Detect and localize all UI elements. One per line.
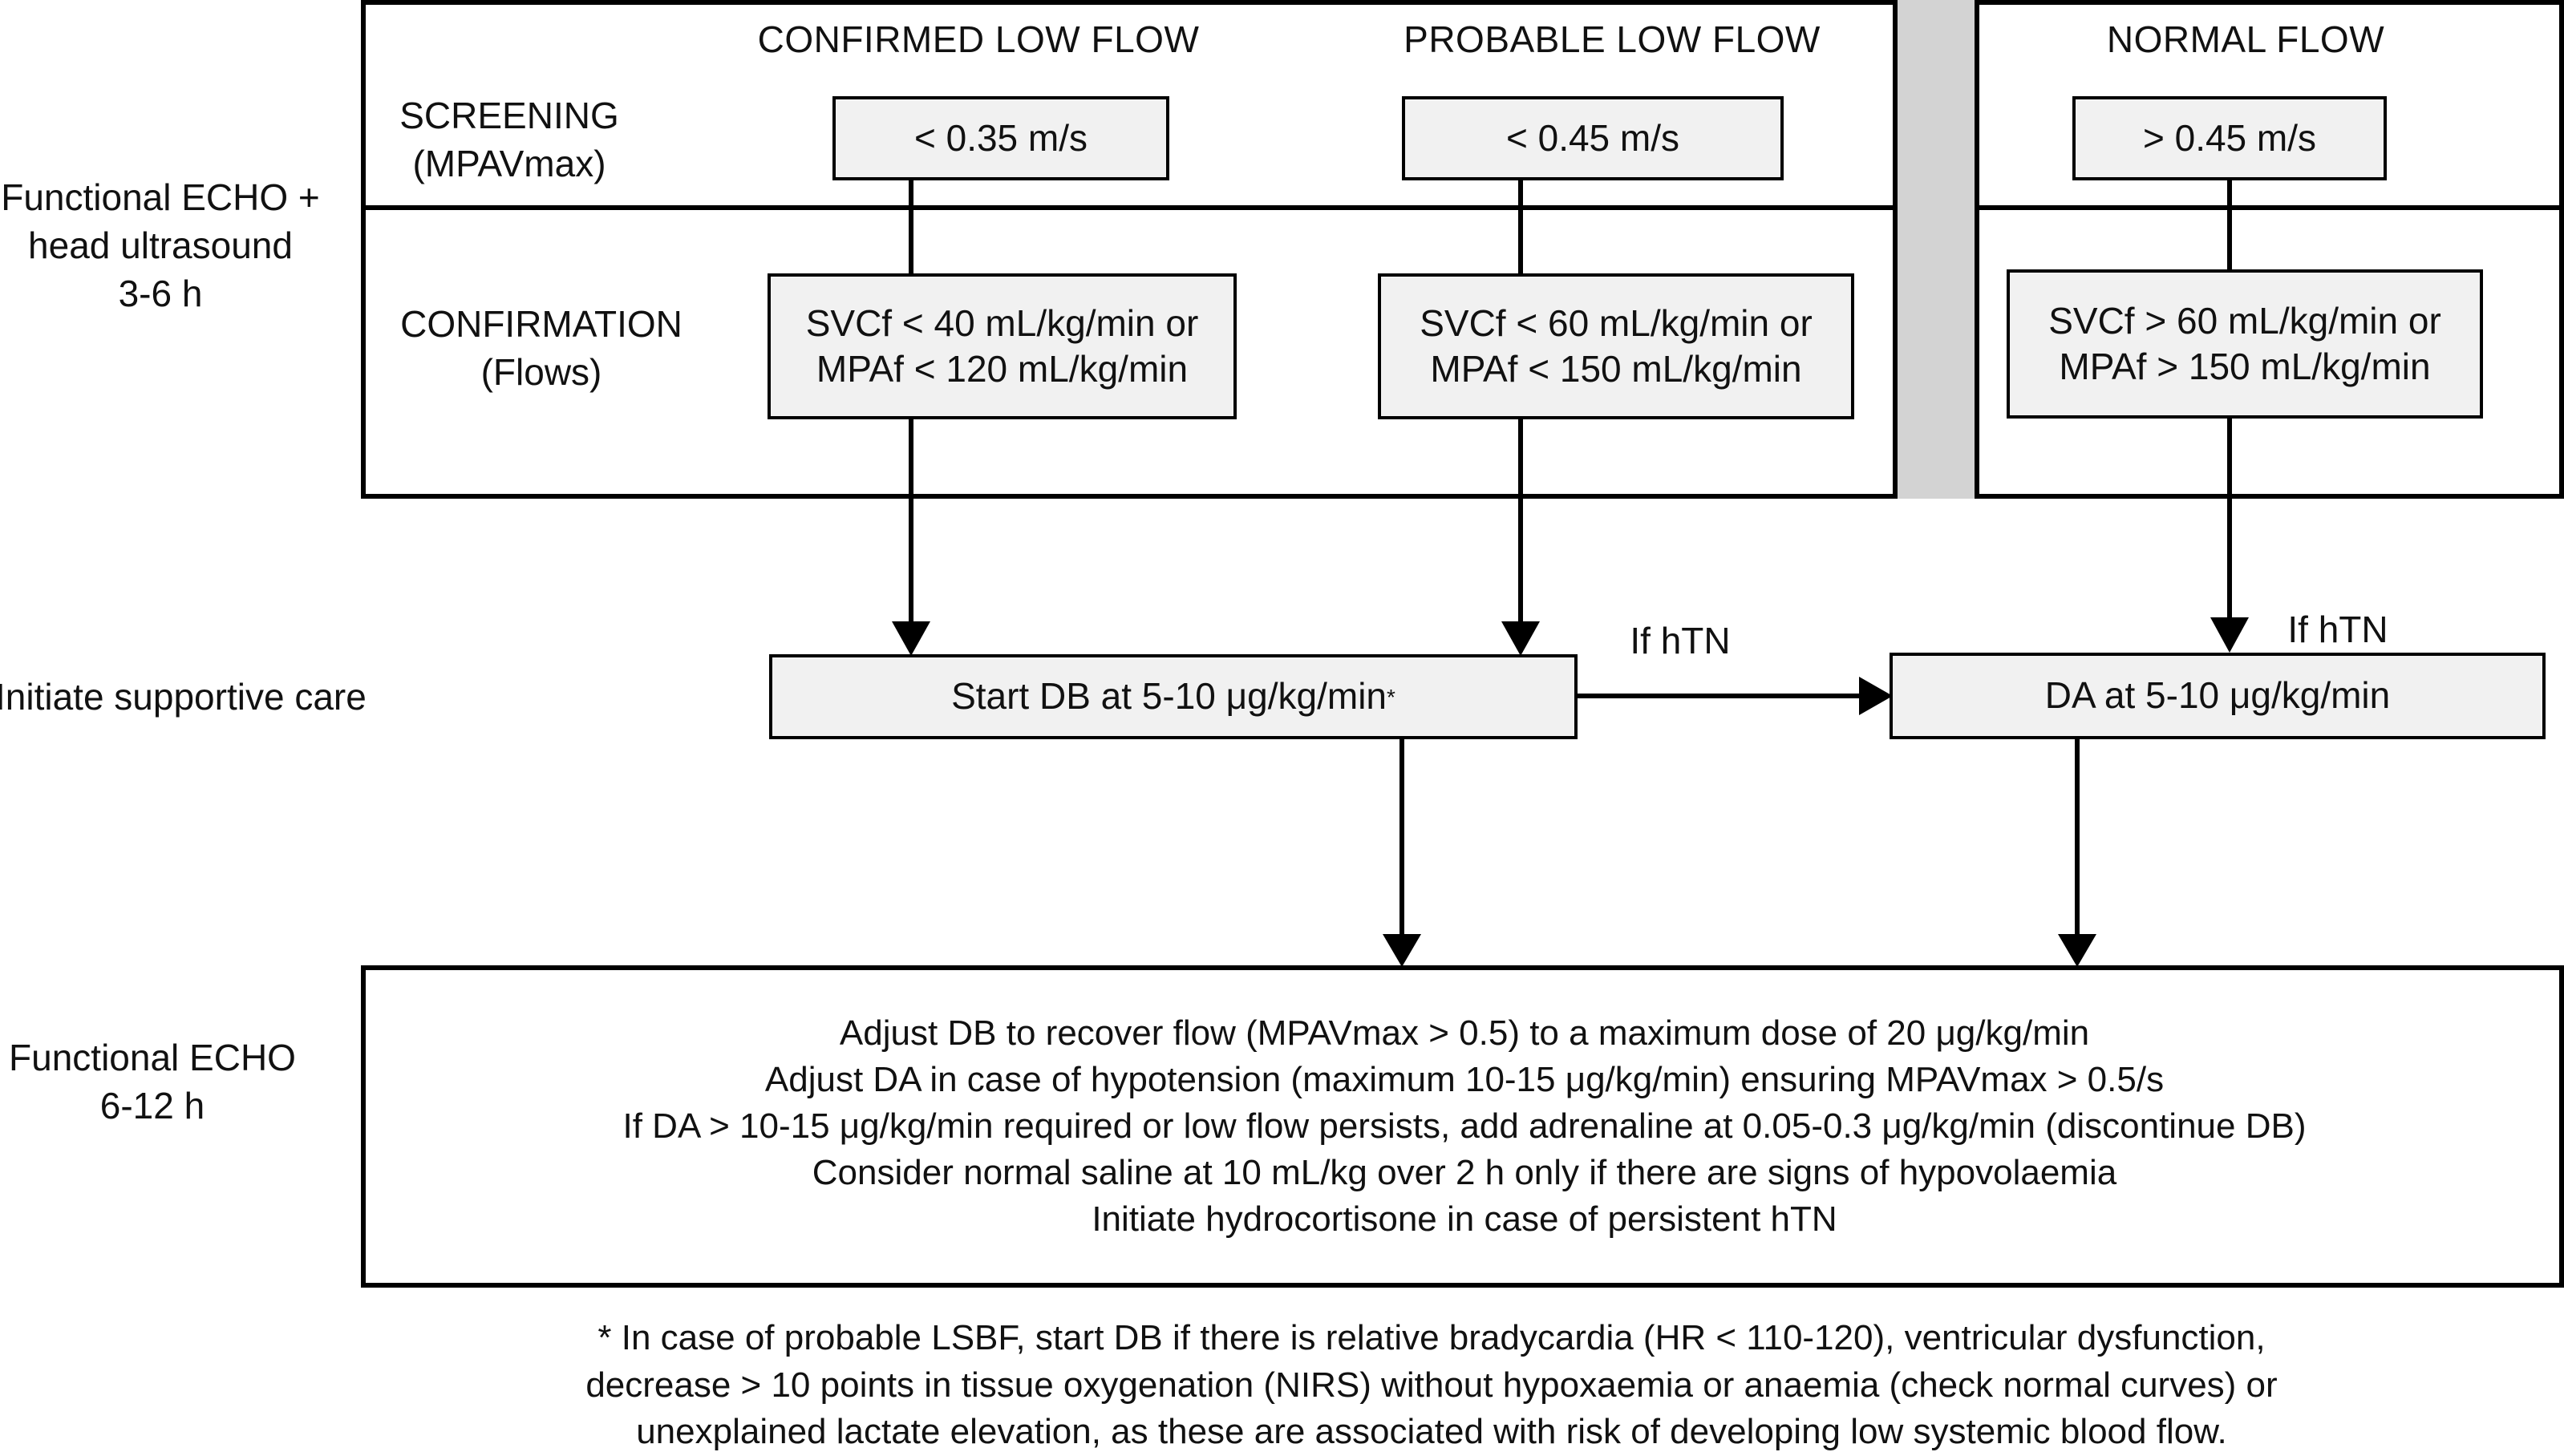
header-normal-flow: NORMAL FLOW [2106,18,2385,60]
column-separator [1893,0,1979,499]
row-divider [361,205,2564,210]
adjustment-frame [361,965,2564,1288]
side-label-functional-echo-3-6h: Functional ECHO + head ultrasound 3-6 h [1,176,320,314]
screening-box-confirmed: < 0.35 m/s [832,96,1169,180]
adjustment-instructions: Adjust DB to recover flow (MPAVmax > 0.5… [366,970,2563,1283]
footnote-line: * In case of probable LSBF, start DB if … [597,1318,2266,1357]
adjust-line: If DA > 10-15 μg/kg/min required or low … [622,1106,2307,1146]
side-label-supportive-care: Initiate supportive care [0,676,367,718]
da-box: DA at 5-10 μg/kg/min [1890,653,2546,739]
adjust-line: Consider normal saline at 10 mL/kg over … [812,1153,2117,1193]
screening-box-normal: > 0.45 m/s [2072,96,2387,180]
footnote-marker: * [1387,684,1395,710]
footnote-line: decrease > 10 points in tissue oxygenati… [585,1365,2278,1405]
start-db-box: Start DB at 5-10 μg/kg/min* [769,654,1578,739]
side-label-functional-echo-6-12h: Functional ECHO 6-12 h [9,1037,296,1126]
if-htn-label-right: If hTN [2287,609,2388,650]
if-htn-label-left: If hTN [1630,620,1731,661]
adjust-line: Adjust DA in case of hypotension (maximu… [764,1059,2165,1099]
confirmation-box-probable: SVCf < 60 mL/kg/min or MPAf < 150 mL/kg/… [1378,273,1854,419]
header-probable-low-flow: PROBABLE LOW FLOW [1404,18,1821,60]
footnote-line: unexplained lactate elevation, as these … [636,1412,2227,1452]
screening-box-probable: < 0.45 m/s [1402,96,1784,180]
confirmation-box-confirmed: SVCf < 40 mL/kg/min or MPAf < 120 mL/kg/… [768,273,1237,419]
header-confirmed-low-flow: CONFIRMED LOW FLOW [757,18,1200,60]
adjust-line: Adjust DB to recover flow (MPAVmax > 0.5… [839,1013,2090,1053]
row-label-confirmation: CONFIRMATION (Flows) [400,303,683,393]
confirmation-box-normal: SVCf > 60 mL/kg/min or MPAf > 150 mL/kg/… [2007,269,2483,419]
row-label-screening: SCREENING (MPAVmax) [399,95,619,184]
footnote: * In case of probable LSBF, start DB if … [481,1315,2382,1456]
adjust-line: Initiate hydrocortisone in case of persi… [1092,1199,1837,1240]
